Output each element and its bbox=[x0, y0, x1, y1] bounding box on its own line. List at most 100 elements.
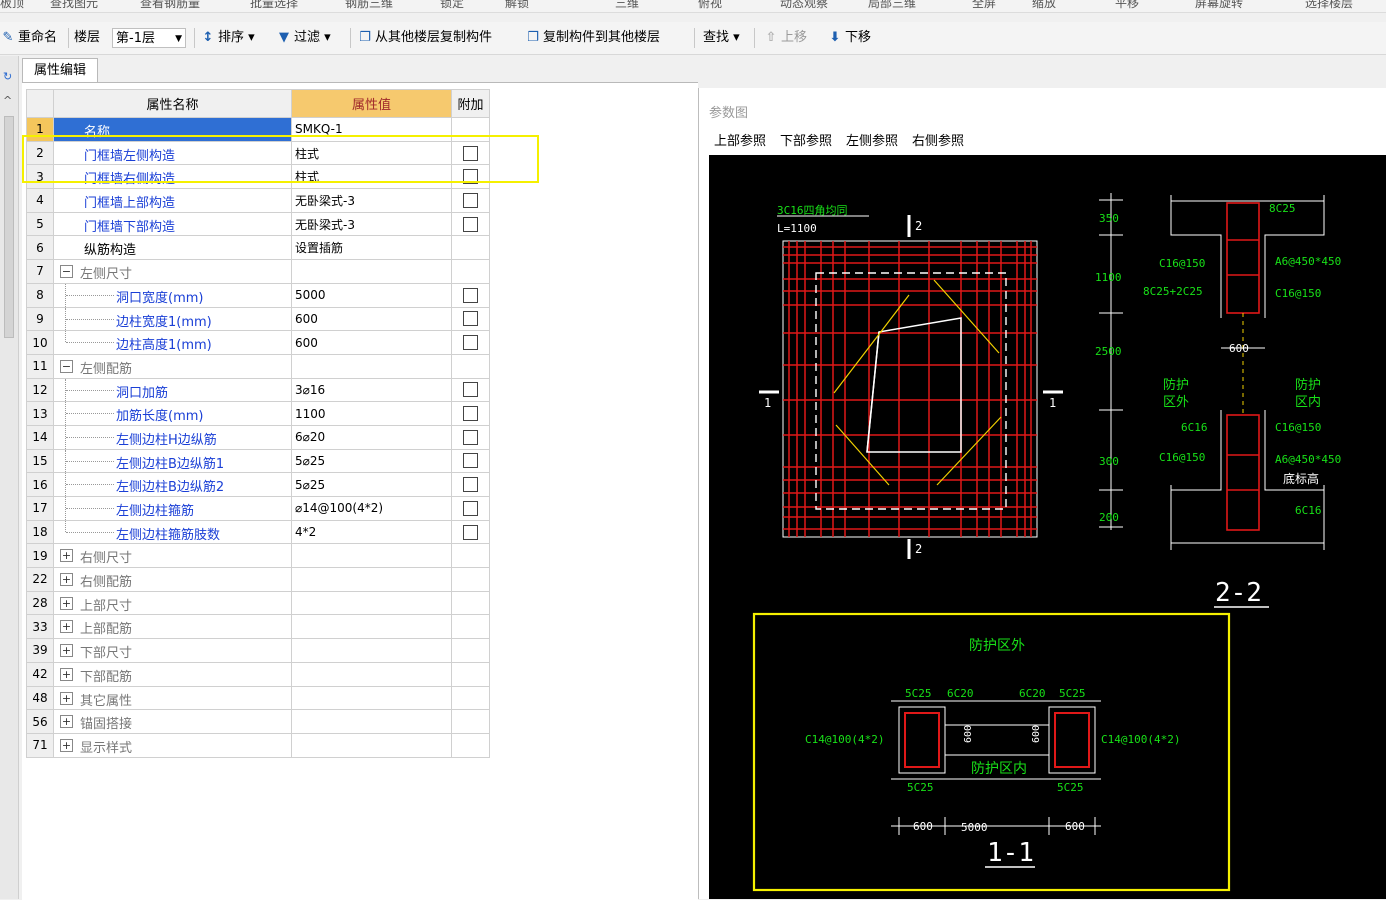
filter-button[interactable]: ▼过滤 ▾ bbox=[276, 28, 331, 48]
floor-select[interactable]: 第-1层▼ bbox=[112, 28, 186, 48]
extra-cell[interactable] bbox=[451, 164, 490, 190]
extra-cell[interactable] bbox=[451, 543, 490, 569]
top-item[interactable]: 俯视 bbox=[698, 0, 723, 10]
collapse-icon[interactable]: − bbox=[60, 359, 73, 373]
extra-cell[interactable] bbox=[451, 306, 490, 332]
extra-checkbox[interactable] bbox=[463, 192, 478, 208]
table-row[interactable]: 19+右侧尺寸 bbox=[26, 543, 490, 569]
extra-checkbox[interactable] bbox=[463, 453, 478, 469]
extra-checkbox[interactable] bbox=[463, 406, 478, 422]
extra-cell[interactable] bbox=[451, 567, 490, 592]
property-value-cell[interactable]: ⌀14@100(4*2) bbox=[291, 496, 452, 521]
extra-cell[interactable] bbox=[451, 117, 490, 142]
tab-left-reference[interactable]: 左侧参照 bbox=[846, 134, 899, 149]
extra-cell[interactable] bbox=[451, 590, 490, 616]
extra-cell[interactable] bbox=[451, 188, 490, 213]
extra-cell[interactable] bbox=[451, 496, 490, 521]
extra-cell[interactable] bbox=[451, 661, 490, 687]
extra-cell[interactable] bbox=[451, 472, 490, 497]
table-row[interactable]: 48+其它属性 bbox=[26, 685, 490, 711]
table-row[interactable]: 39+下部尺寸 bbox=[26, 638, 490, 663]
top-item[interactable]: 解锁 bbox=[505, 0, 530, 10]
property-value-cell[interactable] bbox=[291, 685, 452, 711]
extra-cell[interactable] bbox=[451, 377, 490, 403]
top-item[interactable]: 三维 bbox=[615, 0, 640, 10]
extra-cell[interactable] bbox=[451, 235, 490, 261]
property-name-cell[interactable]: +右侧尺寸 bbox=[53, 543, 292, 569]
property-value-cell[interactable]: 6⌀20 bbox=[291, 424, 452, 450]
property-value-cell[interactable] bbox=[291, 590, 452, 616]
property-value-cell[interactable]: 无卧梁式-3 bbox=[291, 211, 452, 237]
property-value-cell[interactable]: 600 bbox=[291, 330, 452, 355]
property-value-cell[interactable] bbox=[291, 353, 452, 379]
expand-icon[interactable]: + bbox=[60, 620, 73, 634]
property-name-cell[interactable]: 左侧边柱B边纵筋1 bbox=[53, 448, 292, 474]
property-name-cell[interactable]: +下部配筋 bbox=[53, 661, 292, 687]
property-name-cell[interactable]: 纵筋构造 bbox=[53, 235, 292, 261]
extra-checkbox[interactable] bbox=[463, 169, 478, 185]
header-property-value[interactable]: 属性值 bbox=[291, 89, 452, 118]
collapse-icon[interactable]: − bbox=[60, 265, 73, 279]
extra-cell[interactable] bbox=[451, 140, 490, 166]
property-value-cell[interactable]: 3⌀16 bbox=[291, 377, 452, 403]
extra-cell[interactable] bbox=[451, 519, 490, 545]
property-value-cell[interactable] bbox=[291, 543, 452, 569]
extra-checkbox[interactable] bbox=[463, 382, 478, 398]
property-name-cell[interactable]: 左侧边柱H边纵筋 bbox=[53, 424, 292, 450]
extra-cell[interactable] bbox=[451, 282, 490, 308]
top-item[interactable]: 钢筋三维 bbox=[345, 0, 394, 10]
property-value-cell[interactable]: 5⌀25 bbox=[291, 448, 452, 474]
property-value-cell[interactable]: 4*2 bbox=[291, 519, 452, 545]
table-row[interactable]: 7−左侧尺寸 bbox=[26, 259, 490, 284]
property-value-cell[interactable] bbox=[291, 567, 452, 592]
extra-cell[interactable] bbox=[451, 259, 490, 284]
tab-top-reference[interactable]: 上部参照 bbox=[714, 134, 767, 149]
property-name-cell[interactable]: 左侧边柱箍筋肢数 bbox=[53, 519, 292, 545]
top-item[interactable]: 锁定 bbox=[440, 0, 465, 10]
property-name-cell[interactable]: 洞口宽度(mm) bbox=[53, 282, 292, 308]
top-item[interactable]: 查找图元 bbox=[50, 0, 99, 10]
table-row[interactable]: 42+下部配筋 bbox=[26, 661, 490, 687]
property-value-cell[interactable]: 无卧梁式-3 bbox=[291, 188, 452, 213]
property-value-cell[interactable] bbox=[291, 661, 452, 687]
extra-cell[interactable] bbox=[451, 614, 490, 640]
property-name-cell[interactable]: 左侧边柱箍筋 bbox=[53, 496, 292, 521]
property-value-cell[interactable]: 柱式 bbox=[291, 140, 452, 166]
top-item[interactable]: 缩放 bbox=[1032, 0, 1057, 10]
drawing-canvas[interactable]: 3C16四角均同 L=1100 2 2 1 1 bbox=[709, 155, 1386, 899]
top-item[interactable]: 板顶 bbox=[0, 0, 25, 10]
expand-icon[interactable]: + bbox=[60, 573, 73, 587]
top-item[interactable]: 选择楼层 bbox=[1305, 0, 1354, 10]
property-value-cell[interactable] bbox=[291, 259, 452, 284]
property-name-cell[interactable]: −左侧尺寸 bbox=[53, 259, 292, 284]
property-name-cell[interactable]: +右侧配筋 bbox=[53, 567, 292, 592]
property-value-cell[interactable]: 600 bbox=[291, 306, 452, 332]
extra-cell[interactable] bbox=[451, 448, 490, 474]
extra-checkbox[interactable] bbox=[463, 524, 478, 540]
rename-button[interactable]: ✎重命名 bbox=[0, 28, 57, 48]
expand-icon[interactable]: + bbox=[60, 667, 73, 681]
table-row[interactable]: 11−左侧配筋 bbox=[26, 353, 490, 379]
extra-checkbox[interactable] bbox=[463, 500, 478, 516]
extra-cell[interactable] bbox=[451, 401, 490, 426]
top-item[interactable]: 动态观察 bbox=[780, 0, 829, 10]
extra-checkbox[interactable] bbox=[463, 145, 478, 161]
property-value-cell[interactable] bbox=[291, 709, 452, 734]
refresh-icon[interactable]: ↻ bbox=[3, 70, 13, 83]
property-name-cell[interactable]: +下部尺寸 bbox=[53, 638, 292, 663]
header-property-name[interactable]: 属性名称 bbox=[53, 89, 292, 118]
table-row[interactable]: 33+上部配筋 bbox=[26, 614, 490, 640]
extra-cell[interactable] bbox=[451, 353, 490, 379]
top-item[interactable]: 平移 bbox=[1115, 0, 1140, 10]
